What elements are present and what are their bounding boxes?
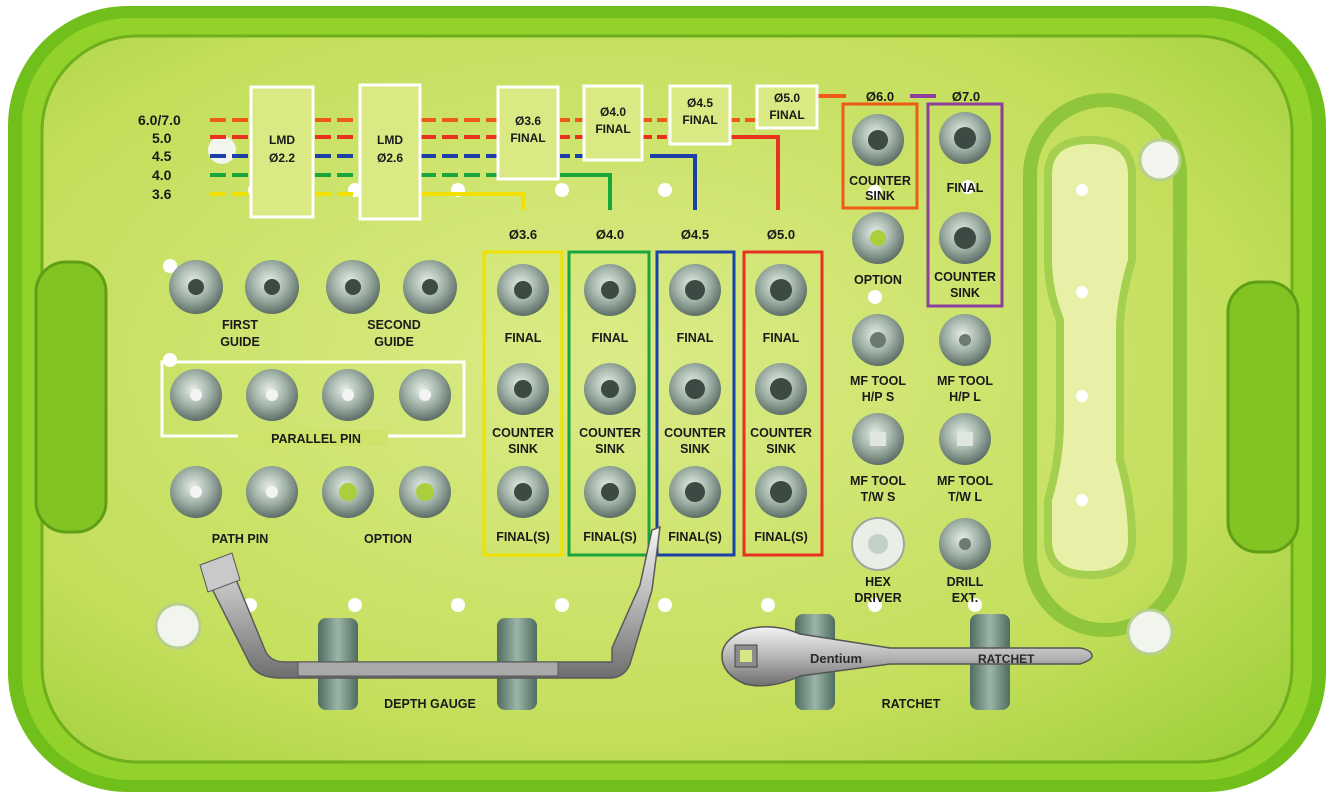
col50-final-label: FINAL: [763, 331, 800, 345]
drill-holes-columns: [497, 264, 807, 518]
counter-sink-60-label-2: SINK: [865, 189, 895, 203]
svg-text:LMD: LMD: [377, 133, 403, 147]
col40-final-label: FINAL: [592, 331, 629, 345]
second-guide-label-1: SECOND: [367, 318, 420, 332]
col36-counter-label: COUNTER: [492, 426, 554, 440]
mount-hole: [1138, 138, 1182, 182]
column-diameter-36: Ø3.6: [509, 227, 537, 242]
mf-hps-label-1: MF TOOL: [850, 374, 906, 388]
col50-counter-label: COUNTER: [750, 426, 812, 440]
right-compartment: [1023, 93, 1187, 637]
svg-text:Ø4.5: Ø4.5: [687, 96, 713, 110]
column-box-50: [742, 250, 824, 557]
svg-text:Ø4.0: Ø4.0: [600, 105, 626, 119]
counter-sink-70-label-2: SINK: [950, 286, 980, 300]
hex-driver-label-2: DRIVER: [854, 591, 901, 605]
col40-finals-label: FINAL(S): [583, 530, 636, 544]
mount-hole: [154, 602, 202, 650]
svg-text:FINAL: FINAL: [682, 113, 717, 127]
svg-text:Ø5.0: Ø5.0: [774, 91, 800, 105]
mf-hps-label-2: H/P S: [862, 390, 894, 404]
final-70-label: FINAL: [947, 181, 984, 195]
drill-ext-label-1: DRILL: [947, 575, 984, 589]
hex-driver-label-1: HEX: [865, 575, 891, 589]
lmd-box-22: LMD Ø2.2: [249, 85, 315, 219]
first-guide-label-2: GUIDE: [220, 335, 260, 349]
mf-tws-label-2: T/W S: [861, 490, 896, 504]
mf-hpl-label-2: H/P L: [949, 390, 981, 404]
col45-final-label: FINAL: [677, 331, 714, 345]
final-box-50: Ø5.0 FINAL: [755, 84, 819, 130]
mount-hole: [208, 136, 236, 164]
col36-sink-label: SINK: [508, 442, 538, 456]
col36-finals-label: FINAL(S): [496, 530, 549, 544]
ratchet-brand: Dentium: [810, 651, 862, 666]
col36-final-label: FINAL: [505, 331, 542, 345]
right-holes: [851, 112, 991, 571]
ratchet-tool: Dentium RATCHET: [721, 614, 1093, 710]
guide-holes: [169, 260, 457, 314]
col45-finals-label: FINAL(S): [668, 530, 721, 544]
mf-tws-label-1: MF TOOL: [850, 474, 906, 488]
mount-hole: [1126, 608, 1174, 656]
svg-text:FINAL: FINAL: [595, 122, 630, 136]
path-pin-label: PATH PIN: [212, 532, 268, 546]
column-box-45: [655, 250, 736, 557]
column-diameter-50: Ø5.0: [767, 227, 795, 242]
right-handle: [1226, 280, 1300, 554]
ratchet-label: RATCHET: [882, 697, 941, 711]
svg-text:Ø3.6: Ø3.6: [515, 114, 541, 128]
size-label-50: 5.0: [152, 130, 172, 146]
counter-sink-60-label-1: COUNTER: [849, 174, 911, 188]
col40-sink-label: SINK: [595, 442, 625, 456]
parallel-pin-label: PARALLEL PIN: [271, 432, 361, 446]
col45-sink-label: SINK: [680, 442, 710, 456]
svg-text:LMD: LMD: [269, 133, 295, 147]
col45-counter-label: COUNTER: [664, 426, 726, 440]
lmd-box-26: LMD Ø2.6: [358, 83, 422, 221]
ratchet-engraving: RATCHET: [978, 652, 1035, 666]
mf-hpl-label-1: MF TOOL: [937, 374, 993, 388]
counter-sink-70-label-1: COUNTER: [934, 270, 996, 284]
svg-text:FINAL: FINAL: [769, 108, 804, 122]
left-handle: [34, 260, 108, 534]
parallel-pin-box: [160, 360, 466, 446]
second-guide-label-2: GUIDE: [374, 335, 414, 349]
counter-sink-60-box: [841, 102, 919, 210]
final-box-36: Ø3.6 FINAL: [496, 85, 560, 181]
size-label-40: 4.0: [152, 167, 172, 183]
column-diameter-45: Ø4.5: [681, 227, 709, 242]
svg-text:Ø2.2: Ø2.2: [269, 151, 295, 165]
size-lines: [210, 94, 936, 210]
svg-text:Ø2.6: Ø2.6: [377, 151, 403, 165]
depth-gauge-label: DEPTH GAUGE: [384, 697, 476, 711]
drill-ext-label-2: EXT.: [952, 591, 978, 605]
size-label-6070: 6.0/7.0: [138, 112, 181, 128]
final-box-45: Ø4.5 FINAL: [668, 84, 732, 146]
top-diameter-60: Ø6.0: [866, 89, 894, 104]
svg-text:FINAL: FINAL: [510, 131, 545, 145]
size-label-45: 4.5: [152, 148, 172, 164]
mf-twl-label-1: MF TOOL: [937, 474, 993, 488]
depth-gauge-tool: [199, 525, 661, 710]
final-70-box: [926, 102, 1004, 308]
right-option-label: OPTION: [854, 273, 902, 287]
top-diameter-70: Ø7.0: [952, 89, 980, 104]
column-box-40: [567, 250, 651, 557]
left-option-label: OPTION: [364, 532, 412, 546]
column-box-36: [482, 250, 564, 557]
col40-counter-label: COUNTER: [579, 426, 641, 440]
final-box-40: Ø4.0 FINAL: [582, 84, 644, 162]
col50-sink-label: SINK: [766, 442, 796, 456]
first-guide-label-1: FIRST: [222, 318, 258, 332]
path-pin-holes: [170, 466, 451, 518]
col50-finals-label: FINAL(S): [754, 530, 807, 544]
size-label-36: 3.6: [152, 186, 172, 202]
column-diameter-40: Ø4.0: [596, 227, 624, 242]
mf-twl-label-2: T/W L: [948, 490, 982, 504]
